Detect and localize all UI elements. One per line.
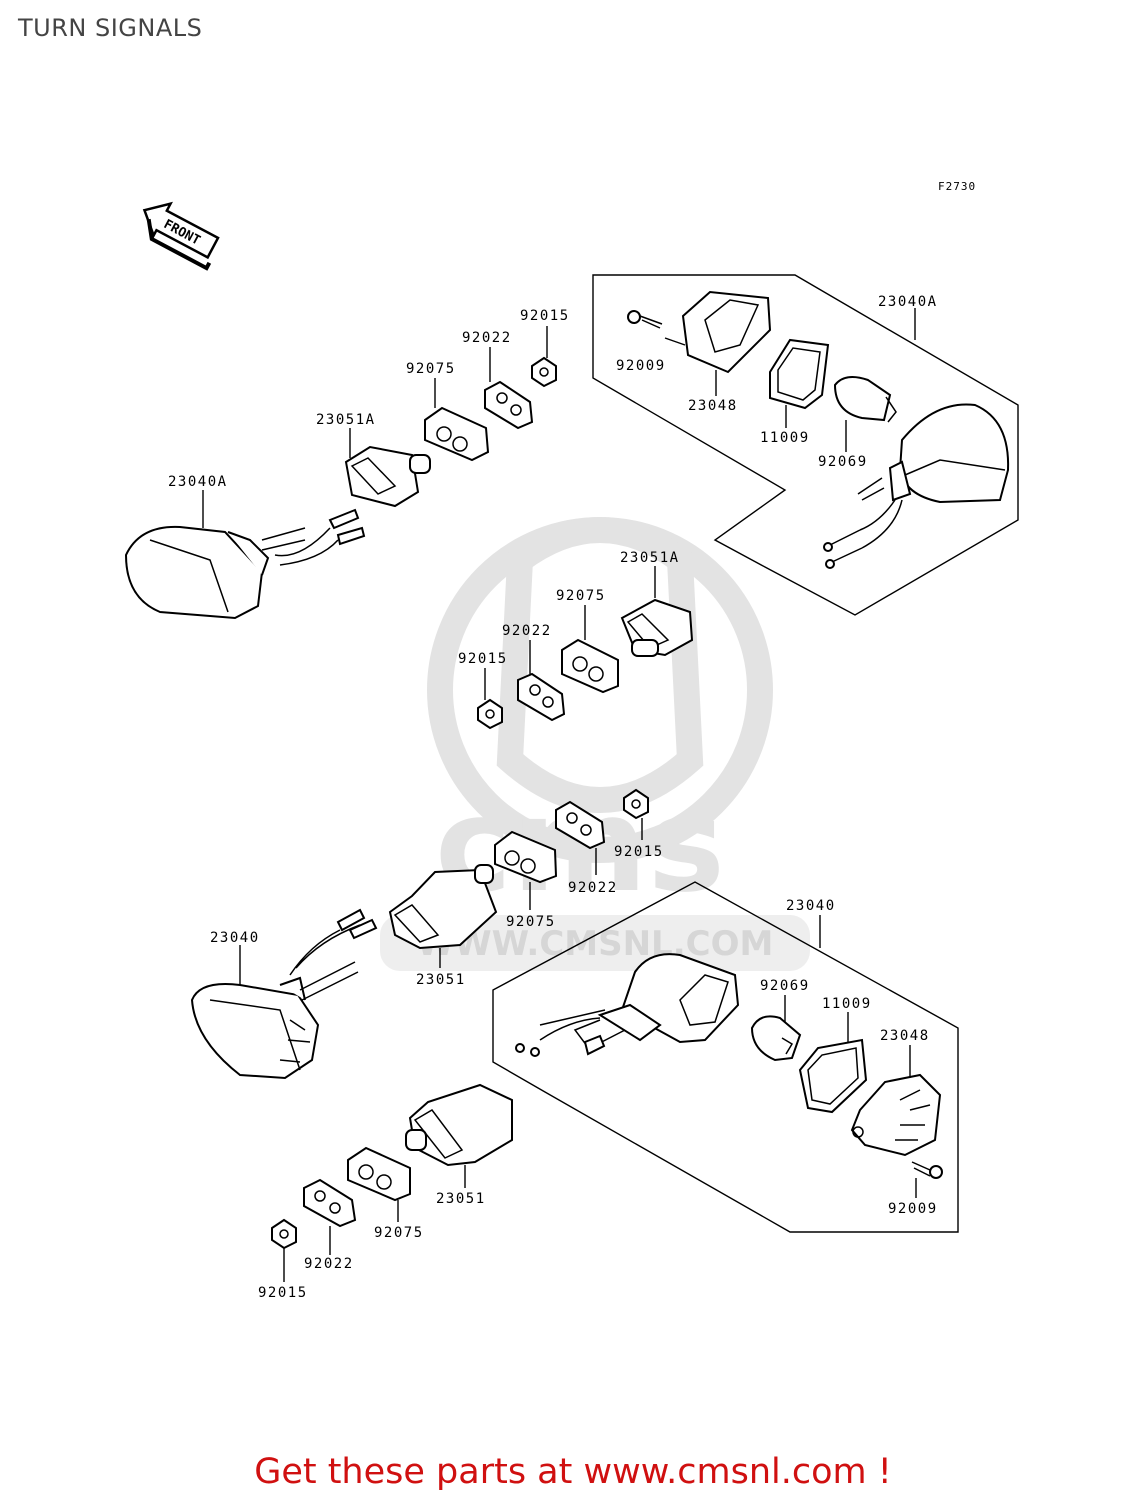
footer-link[interactable]: Get these parts at www.cmsnl.com !	[254, 1452, 892, 1492]
rear-left-damper-92075-icon	[424, 406, 490, 462]
front-right-nut-92015-icon	[271, 1218, 297, 1250]
front-right-lamp-housing-icon	[515, 953, 740, 1057]
gasket-11009-icon	[769, 338, 830, 410]
figure-code: F2730	[938, 180, 976, 193]
rear-left-lamp-housing-icon	[124, 508, 366, 620]
label-fl-23040: 23040	[210, 930, 260, 946]
rear-left-assembly	[124, 326, 557, 620]
label-rr-23051A: 23051A	[620, 550, 680, 566]
label-fl-23051: 23051	[416, 972, 466, 988]
label-rr-92009: 92009	[616, 358, 666, 374]
front-left-lamp-housing-icon	[190, 908, 378, 1080]
label-fr-23040: 23040	[786, 898, 836, 914]
front-left-assembly	[190, 788, 649, 1080]
label-fr-23048: 23048	[880, 1028, 930, 1044]
rear-right-assembly	[477, 274, 1019, 730]
rear-left-nut-92015-icon	[531, 356, 557, 388]
label-rl-92075: 92075	[406, 361, 456, 377]
label-fr-23051: 23051	[436, 1191, 486, 1207]
front-left-plate-92022-icon	[555, 800, 606, 850]
rear-right-plate-92022-icon	[517, 672, 566, 722]
part-labels: 23040A 92009 23048 11009 92069 23051A 92…	[168, 294, 938, 1301]
front-left-damper-92075-icon	[494, 830, 558, 884]
page-title: TURN SIGNALS	[18, 14, 203, 42]
label-rr-92022: 92022	[502, 623, 552, 639]
watermark-banner	[380, 915, 810, 971]
label-fr-92075: 92075	[374, 1225, 424, 1241]
front-arrow-icon: FRONT	[142, 201, 220, 271]
label-rr-92015: 92015	[458, 651, 508, 667]
label-fl-92015: 92015	[614, 844, 664, 860]
label-rr-92075: 92075	[556, 588, 606, 604]
label-rr-23040A: 23040A	[878, 294, 938, 310]
rear-right-lamp-housing-icon	[823, 403, 1010, 569]
rear-right-damper-92075-icon	[561, 638, 619, 694]
label-rl-23040A: 23040A	[168, 474, 228, 490]
rear-right-nut-92015-icon	[477, 698, 503, 730]
label-fl-92075: 92075	[506, 914, 556, 930]
lens-23048-icon-front	[850, 1073, 942, 1157]
front-left-holder-23051-icon	[388, 864, 498, 950]
label-fr-92022: 92022	[304, 1256, 354, 1272]
label-fr-92015: 92015	[258, 1285, 308, 1301]
front-right-plate-92022-icon	[303, 1178, 357, 1228]
rear-right-holder-23051A-icon	[620, 598, 694, 657]
label-fr-92009: 92009	[888, 1201, 938, 1217]
rear-left-holder-23051A-icon	[344, 445, 431, 508]
watermark-logo	[427, 517, 773, 863]
label-rr-92069: 92069	[818, 454, 868, 470]
rear-right-box-outline	[592, 274, 1019, 616]
label-fr-92069: 92069	[760, 978, 810, 994]
label-rr-11009: 11009	[760, 430, 810, 446]
label-rl-23051A: 23051A	[316, 412, 376, 428]
rear-left-plate-92022-icon	[484, 380, 534, 430]
front-right-holder-23051-icon	[405, 1083, 513, 1167]
label-rl-92015: 92015	[520, 308, 570, 324]
gasket-11009-icon-front	[798, 1038, 868, 1114]
front-right-box-outline	[492, 881, 959, 1233]
label-rl-92022: 92022	[462, 330, 512, 346]
lens-23048-icon	[681, 290, 772, 374]
screw-92009-icon-front	[911, 1161, 943, 1179]
bulb-92069-icon-front	[750, 1015, 802, 1062]
label-fr-11009: 11009	[822, 996, 872, 1012]
screw-92009-icon	[627, 310, 663, 329]
label-rr-23048: 23048	[688, 398, 738, 414]
bulb-92069-icon	[833, 375, 897, 423]
front-left-nut-92015-icon	[623, 788, 649, 820]
label-fl-92022: 92022	[568, 880, 618, 896]
front-right-assembly	[271, 881, 959, 1282]
front-right-damper-92075-icon	[347, 1146, 411, 1202]
